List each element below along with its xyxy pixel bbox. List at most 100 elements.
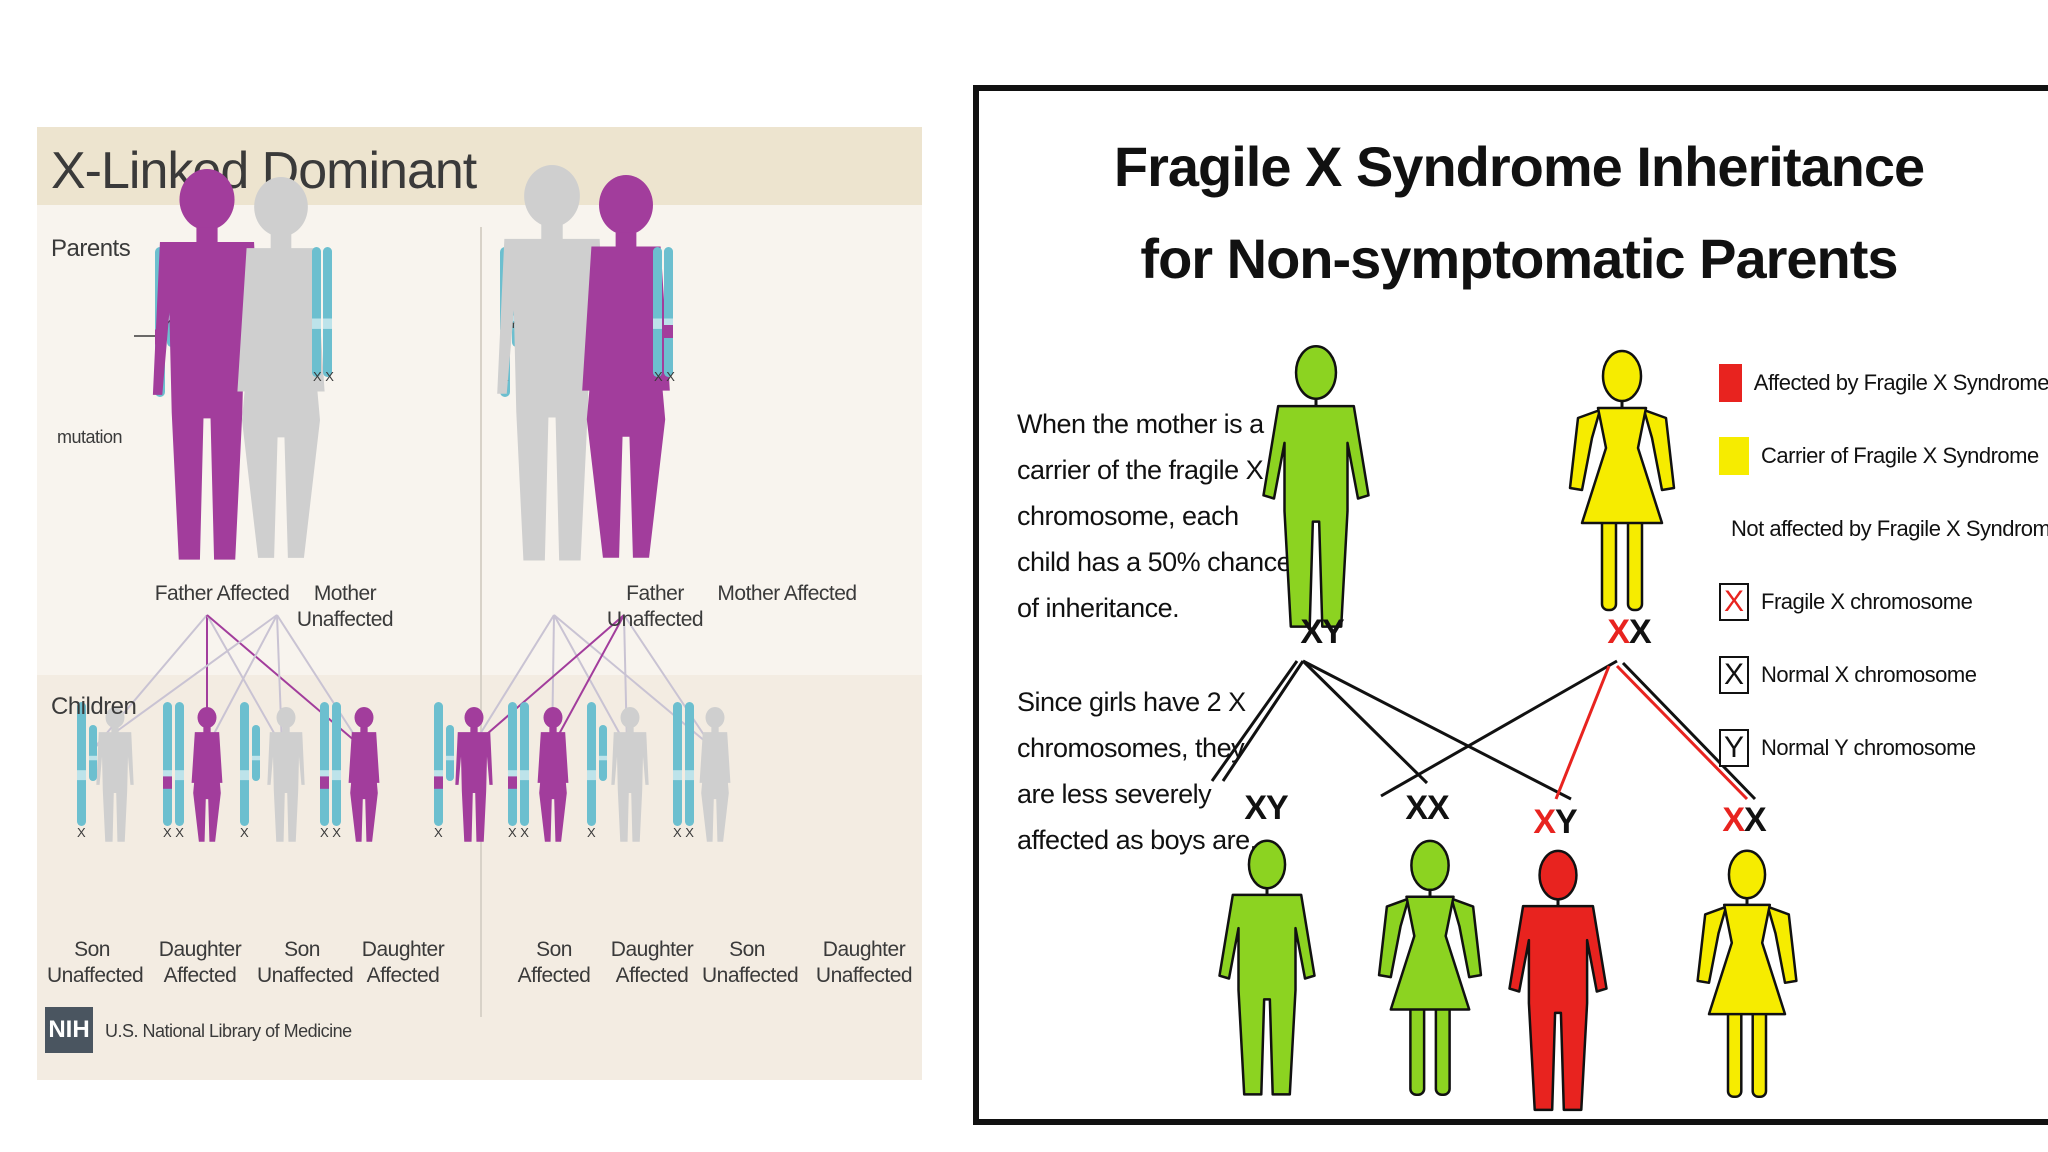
body — [537, 732, 569, 842]
child-y-chromosome — [252, 725, 260, 781]
children-label: Children — [51, 693, 137, 720]
child-figure — [699, 707, 731, 842]
band — [599, 755, 607, 761]
chromosome-arm — [89, 725, 97, 781]
chromosome-arm — [685, 702, 694, 826]
band — [323, 318, 332, 329]
left-arm — [1568, 408, 1602, 492]
chromosome-letter: X — [1300, 613, 1323, 651]
chromosome-letter: X — [1405, 789, 1428, 827]
head — [276, 707, 296, 729]
inheritance-line — [623, 614, 713, 748]
head — [197, 707, 217, 729]
son-unaffected-figure — [1218, 839, 1316, 1096]
body — [96, 732, 134, 842]
child-figure — [267, 707, 305, 842]
mother-affected-label: Mother Affected — [717, 582, 857, 605]
child-figure — [611, 707, 649, 842]
inheritance-line — [553, 614, 628, 748]
legend-label: Affected by Fragile X Syndrome — [1753, 369, 2048, 395]
mother-unaffected-figure — [237, 177, 325, 558]
band — [320, 770, 329, 781]
neck — [196, 227, 218, 245]
legend-chromosome-letter: X — [1719, 582, 1749, 621]
head — [705, 707, 725, 729]
father-affected-figure — [152, 169, 262, 560]
mother-affected-figure — [582, 175, 670, 558]
left-leg — [1409, 1003, 1426, 1096]
fragile-x-panel: Fragile X Syndrome Inheritance for Non-s… — [973, 85, 2048, 1125]
body — [348, 732, 380, 842]
body — [611, 732, 649, 842]
mother-x-chromosome — [664, 247, 673, 377]
child-genotype: XX — [1694, 801, 1794, 840]
father-affected-label: Father Affected — [154, 582, 290, 605]
chromosome-arm — [520, 702, 529, 826]
inheritance-line — [276, 614, 283, 748]
inheritance-line — [1554, 665, 1611, 800]
body — [152, 241, 262, 560]
inheritance-line — [1380, 659, 1618, 798]
mutation-band — [320, 776, 329, 789]
child-x-chromosome — [673, 702, 682, 826]
chromosome-arm — [175, 702, 184, 826]
chromosome-mark: X X — [673, 825, 694, 840]
child-figure — [96, 707, 134, 842]
legend-item: Affected by Fragile X Syndrome — [1719, 346, 2048, 419]
inheritance-line — [206, 614, 283, 748]
body — [455, 732, 493, 842]
left-arm — [1377, 897, 1410, 979]
chromosome-arm — [252, 725, 260, 781]
head — [1727, 849, 1767, 900]
chromosome-letter: X — [1607, 613, 1630, 651]
band — [446, 755, 454, 761]
neck — [626, 727, 634, 733]
inheritance-line — [94, 614, 278, 748]
mother-figure — [1568, 349, 1676, 612]
chromosome-letter: Y — [1322, 613, 1345, 651]
panel-title: Fragile X Syndrome Inheritance for Non-s… — [979, 121, 2048, 305]
neck — [549, 727, 557, 733]
inheritance-line — [1301, 659, 1429, 785]
dress — [1580, 406, 1664, 525]
child-figure — [455, 707, 493, 842]
inheritance-line — [1615, 664, 1749, 801]
chromosome-arm — [332, 702, 341, 826]
band — [434, 770, 443, 781]
band — [175, 770, 184, 781]
chromosome-arm — [599, 725, 607, 781]
chromosome-letter: X — [1533, 803, 1556, 841]
band — [673, 770, 682, 781]
right-leg — [1434, 1003, 1451, 1096]
band — [664, 318, 673, 329]
inheritance-line — [1210, 660, 1299, 782]
head — [179, 169, 235, 231]
neck — [203, 727, 211, 733]
neck — [360, 727, 368, 733]
legend-item: Not affected by Fragile X Syndrome — [1719, 492, 2048, 565]
mutation-band — [163, 776, 172, 789]
band — [163, 770, 172, 781]
head — [620, 707, 640, 729]
y-mark: Y — [509, 316, 518, 331]
chromosome-arm — [323, 247, 332, 377]
band — [685, 770, 694, 781]
father-figure — [1262, 345, 1370, 628]
right-arm — [1450, 897, 1483, 979]
inheritance-line — [1302, 659, 1572, 801]
head — [1247, 839, 1287, 890]
head — [254, 177, 308, 237]
group-divider — [480, 227, 482, 1017]
mother-x-chromosome — [323, 247, 332, 377]
chromosome-arm — [240, 702, 249, 826]
inheritance-line — [1221, 660, 1305, 782]
child-y-chromosome — [89, 725, 97, 781]
mutation-band — [508, 776, 517, 789]
head — [464, 707, 484, 729]
